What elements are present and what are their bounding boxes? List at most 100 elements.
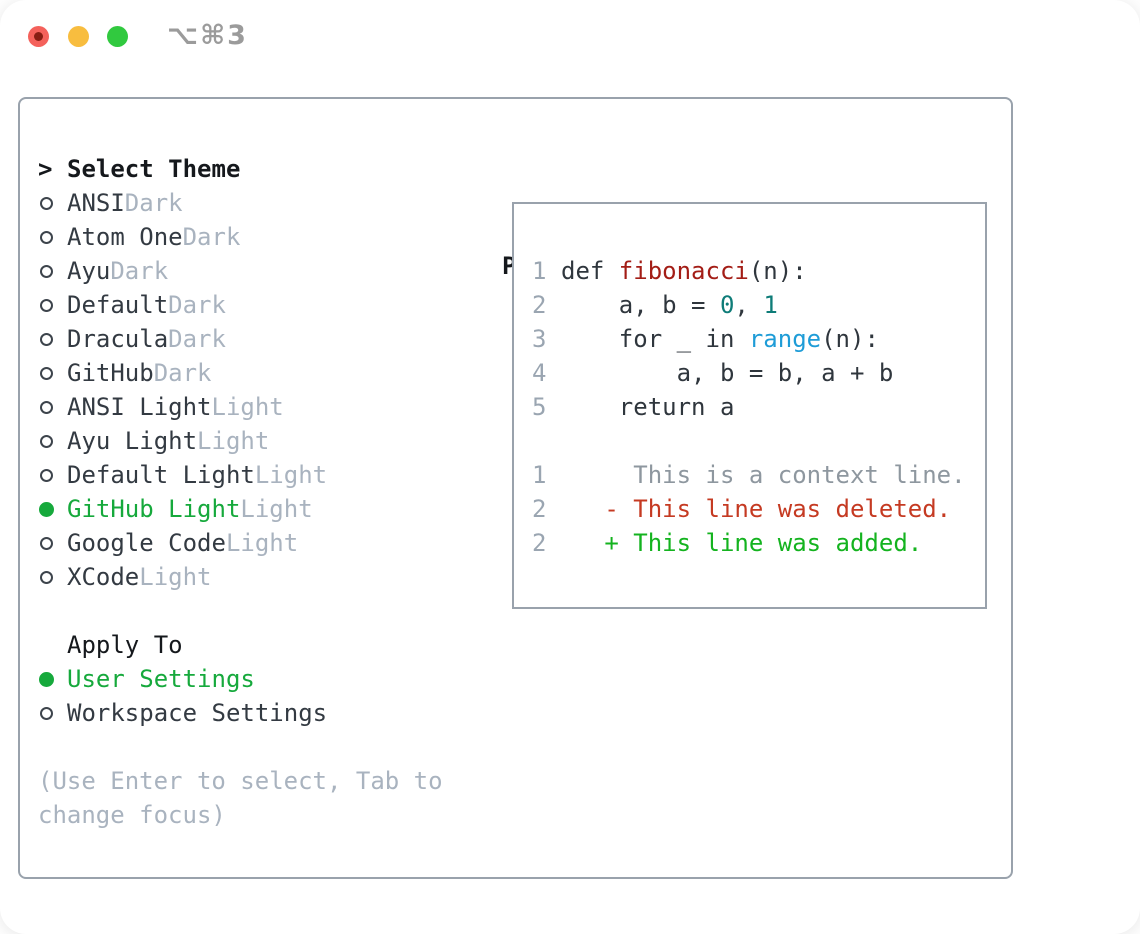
close-traffic-light-icon[interactable]: [28, 26, 49, 47]
select-theme-title: Select Theme: [67, 155, 241, 183]
line-number: 1: [532, 257, 547, 285]
radio-col: [38, 536, 67, 550]
close-dot-icon: [34, 32, 43, 41]
radio-col: [38, 230, 67, 244]
diff-line: 2 + This line was added.: [532, 526, 985, 560]
window-titlebar: ⌥⌘3: [0, 0, 1140, 74]
theme-name: ANSI: [67, 189, 125, 217]
theme-option[interactable]: Dracula Dark: [38, 322, 488, 356]
theme-variant: Dark: [153, 359, 212, 387]
theme-option[interactable]: ANSI Dark: [38, 186, 488, 220]
code-token: return a: [561, 393, 735, 421]
theme-name: Default: [67, 291, 169, 319]
theme-option[interactable]: GitHub Light Light: [38, 492, 488, 526]
code-token: range: [748, 325, 822, 353]
radio-col: [38, 196, 67, 210]
header-caret-col: >: [38, 152, 67, 186]
theme-option[interactable]: XCode Light: [38, 560, 488, 594]
apply-to-header: Apply To: [38, 628, 488, 662]
spacer: [38, 730, 488, 764]
radio-col: [38, 298, 67, 312]
radio-icon: [40, 230, 53, 244]
code-line: 3 for _ in range(n):: [532, 322, 985, 356]
theme-name: Ayu: [67, 257, 111, 285]
theme-variant: Light: [225, 529, 299, 557]
code-line: 4 a, b = b, a + b: [532, 356, 985, 390]
theme-variant: Light: [139, 563, 212, 591]
radio-col: [38, 501, 67, 517]
radio-icon: [40, 536, 53, 550]
theme-name: GitHub Light: [67, 495, 241, 523]
theme-option[interactable]: Default Light Light: [38, 458, 488, 492]
line-number: 3: [532, 325, 547, 353]
radio-selected-icon: [39, 671, 54, 687]
diff-line-text: - This line was deleted.: [561, 495, 952, 523]
diff-line: 1 This is a context line.: [532, 458, 985, 492]
radio-col: [38, 671, 67, 687]
theme-variant: Dark: [168, 291, 226, 319]
code-token: for _ in: [561, 325, 749, 353]
apply-to-option[interactable]: User Settings: [38, 662, 488, 696]
theme-name: GitHub: [67, 359, 154, 387]
theme-option[interactable]: Ayu Light Light: [38, 424, 488, 458]
diff-snippet: 1 This is a context line. 2 - This line w…: [532, 458, 985, 560]
code-token: def: [561, 257, 619, 285]
theme-option[interactable]: Atom One Dark: [38, 220, 488, 254]
theme-option[interactable]: Google Code Light: [38, 526, 488, 560]
apply-to-label: Workspace Settings: [67, 699, 328, 727]
theme-name: Google Code: [67, 529, 226, 557]
theme-option[interactable]: Default Dark: [38, 288, 488, 322]
diff-line-text: This is a context line.: [561, 461, 966, 489]
diff-line-text: + This line was added.: [561, 529, 923, 557]
radio-col: [38, 570, 67, 584]
theme-name: Default Light: [67, 461, 255, 489]
code-token: (n):: [821, 325, 879, 353]
theme-variant: Light: [254, 461, 328, 489]
theme-option[interactable]: GitHub Dark: [38, 356, 488, 390]
theme-option[interactable]: ANSI Light Light: [38, 390, 488, 424]
radio-col: [38, 468, 67, 482]
radio-icon: [40, 468, 53, 482]
theme-variant: Light: [197, 427, 270, 455]
code-token: 1: [763, 291, 778, 319]
apply-to-option[interactable]: Workspace Settings: [38, 696, 488, 730]
radio-col: [38, 400, 67, 414]
line-number: 4: [532, 359, 547, 387]
theme-name: Atom One: [67, 223, 183, 251]
theme-option[interactable]: Ayu Dark: [38, 254, 488, 288]
theme-variant: Dark: [168, 325, 226, 353]
radio-icon: [40, 298, 53, 312]
code-token: a, b =: [561, 291, 720, 319]
apply-to-title: Apply To: [67, 631, 183, 659]
code-token: 0: [719, 291, 735, 319]
hint-text: (Use Enter to select, Tab to change focu…: [38, 767, 443, 829]
radio-selected-icon: [39, 501, 54, 517]
radio-col: [38, 264, 67, 278]
theme-name: ANSI Light: [67, 393, 212, 421]
line-number: 1: [532, 461, 547, 489]
minimize-traffic-light-icon[interactable]: [68, 26, 89, 47]
radio-icon: [40, 706, 53, 720]
maximize-traffic-light-icon[interactable]: [107, 26, 128, 47]
code-line: 5 return a: [532, 390, 985, 424]
radio-col: [38, 366, 67, 380]
code-token: ,: [734, 291, 764, 319]
spacer: [38, 594, 488, 628]
radio-icon: [40, 332, 53, 346]
theme-variant: Light: [211, 393, 284, 421]
line-number: 2: [532, 529, 547, 557]
radio-col: [38, 434, 67, 448]
theme-name: Dracula: [67, 325, 169, 353]
blank-line: [532, 424, 985, 458]
theme-variant: Dark: [182, 223, 241, 251]
theme-variant: Light: [240, 495, 313, 523]
caret-icon: >: [38, 155, 53, 183]
line-number: 2: [532, 495, 547, 523]
radio-col: [38, 332, 67, 346]
